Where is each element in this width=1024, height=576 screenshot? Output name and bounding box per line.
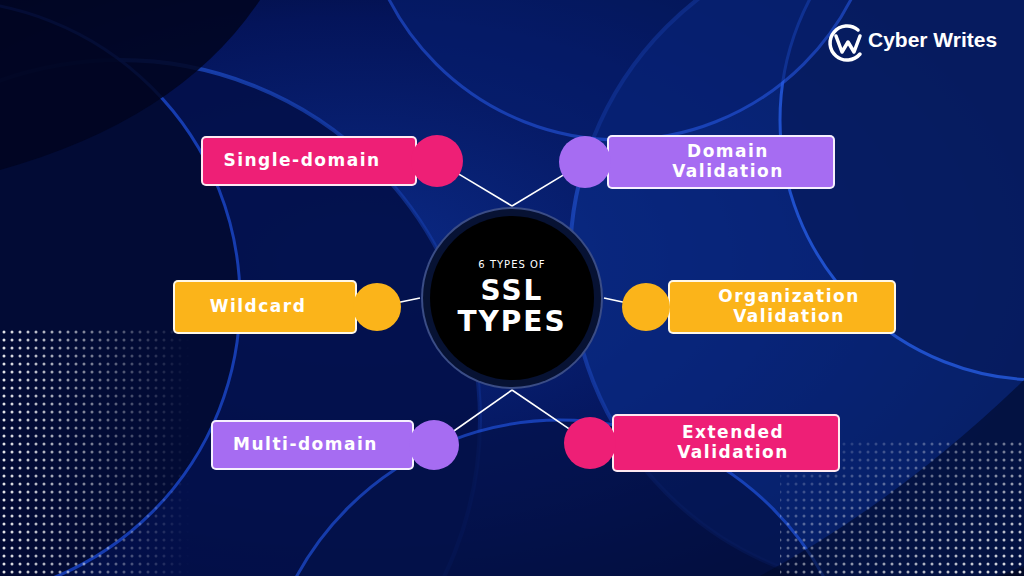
type-pill: Wildcard	[173, 280, 357, 334]
hub-kicker: 6 TYPES OF	[478, 259, 545, 270]
pill-label: Single-domain	[223, 151, 380, 171]
connector-dot	[409, 420, 459, 470]
center-circle: 6 TYPES OF SSL TYPES	[430, 216, 594, 380]
type-pill: Organization Validation	[668, 280, 896, 334]
type-pill: Domain Validation	[607, 135, 835, 189]
connector-line	[512, 173, 566, 206]
logo-icon	[830, 26, 860, 60]
type-pill: Multi-domain	[211, 420, 414, 470]
connector-dot	[353, 283, 401, 331]
hub-title: SSL TYPES	[452, 276, 572, 336]
connector-dot	[564, 417, 616, 469]
pill-label: Extended Validation	[648, 423, 818, 462]
connector-line	[456, 172, 512, 206]
type-pill: Single-domain	[201, 136, 417, 186]
pill-label: Domain Validation	[643, 142, 813, 181]
connector-dot	[411, 135, 463, 187]
pill-label: Multi-domain	[233, 435, 378, 455]
brand-logo-text: Cyber Writes	[868, 28, 997, 52]
pill-label: Wildcard	[210, 297, 307, 317]
connector-line	[512, 390, 572, 431]
connector-dot	[559, 136, 611, 188]
type-pill: Extended Validation	[612, 414, 840, 472]
connector-dot	[622, 283, 670, 331]
pill-label: Organization Validation	[704, 287, 874, 326]
connector-line	[451, 390, 512, 433]
